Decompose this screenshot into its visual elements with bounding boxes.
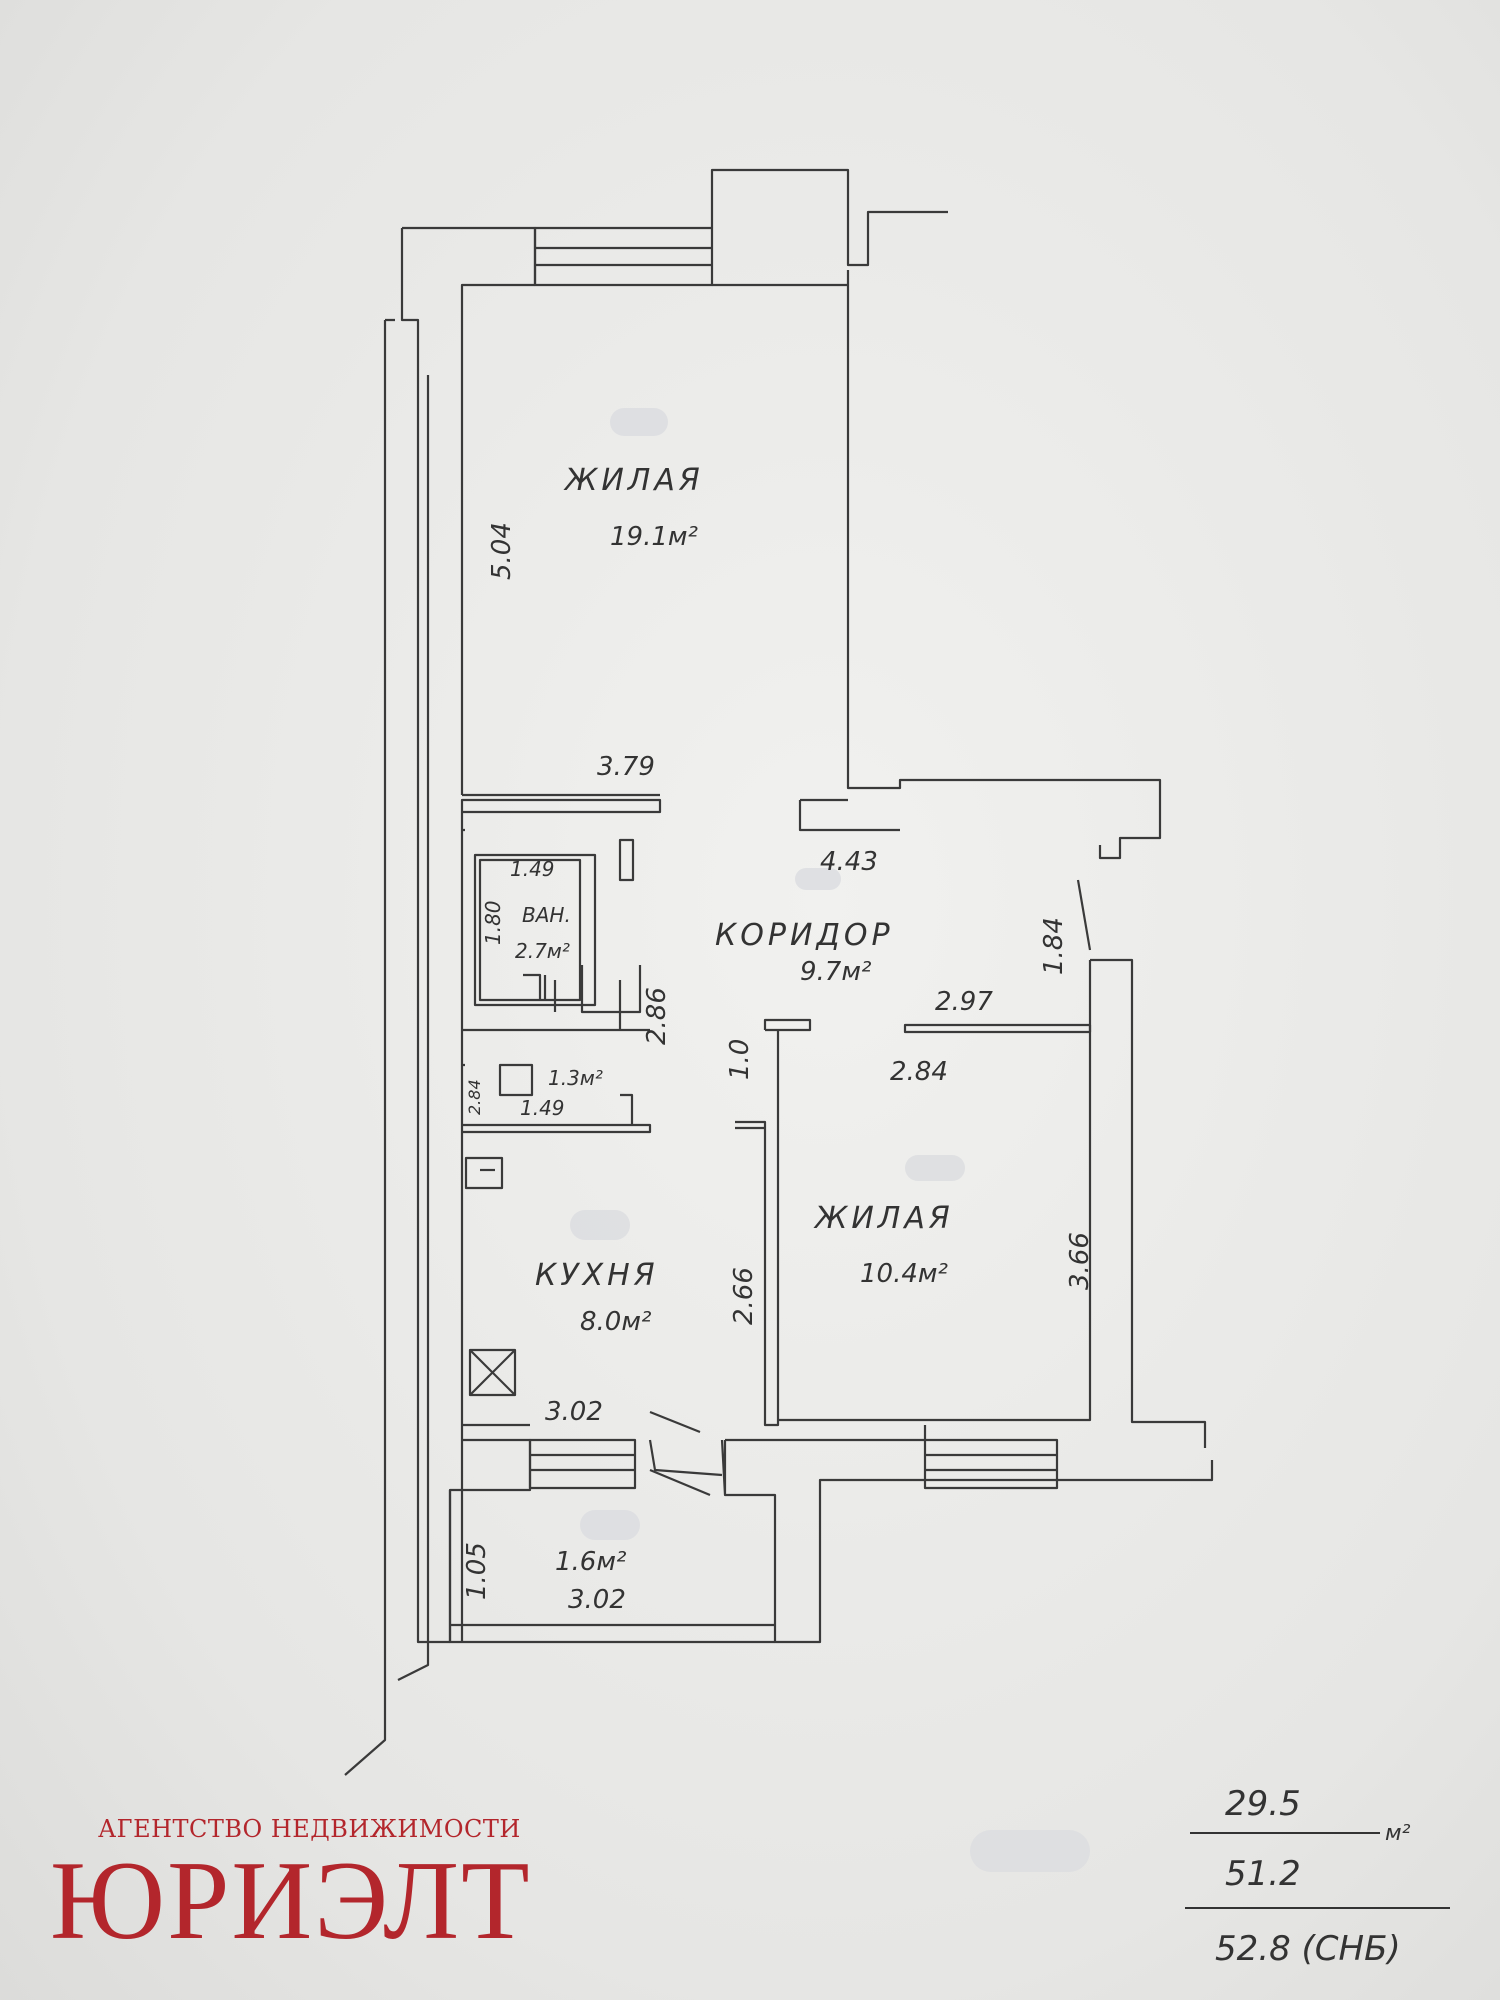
dim-corridor-side: 1.84	[1039, 917, 1069, 975]
dim-wc-height: 2.84	[465, 1079, 484, 1115]
total-unit: м²	[1385, 1821, 1411, 1846]
dim-balcony-height: 1.05	[462, 1542, 492, 1600]
dim-door-gap: 1.0	[725, 1039, 755, 1080]
balcony	[448, 1490, 775, 1644]
lower-wall	[448, 1423, 1214, 1644]
bedroom-2-walls	[778, 879, 1207, 1448]
bedroom-window	[923, 1438, 1059, 1490]
room-bath-area: 2.7м²	[515, 939, 570, 963]
room-corridor-area: 9.7м²	[800, 957, 871, 987]
dim-corridor-width: 4.43	[820, 847, 878, 877]
bathtub	[473, 853, 597, 1007]
room-bath-label: ВАН.	[522, 903, 571, 927]
dim-balcony-width: 3.02	[568, 1585, 626, 1615]
room-living-2-label: ЖИЛАЯ	[813, 1201, 954, 1236]
dim-living-2-height: 3.66	[1065, 1232, 1095, 1290]
dim-bath-height: 1.80	[481, 900, 505, 945]
room-1-walls	[460, 270, 1162, 1642]
dim-kitchen-height: 2.66	[729, 1267, 759, 1325]
dim-bath-width: 1.49	[510, 857, 555, 881]
outer-left-strip	[344, 318, 430, 1776]
room-kitchen-area: 8.0м²	[580, 1307, 651, 1337]
dim-living-1-width: 3.79	[597, 752, 655, 782]
dim-living-1-height: 5.04	[487, 522, 517, 580]
room-living-1-area: 19.1м²	[610, 522, 698, 552]
kitchen-vent	[468, 1348, 517, 1397]
kitchen-window	[528, 1438, 637, 1490]
room-balcony-area: 1.6м²	[555, 1547, 626, 1577]
dim-bath-side: 2.86	[642, 987, 672, 1045]
total-area: 51.2	[1225, 1854, 1301, 1894]
corridor-walls	[462, 828, 650, 1032]
wc-fixture	[498, 1063, 534, 1097]
top-window	[533, 226, 714, 287]
kitchen-fixture	[464, 1156, 504, 1190]
dim-shelf-width: 2.97	[935, 987, 993, 1017]
room-corridor-label: КОРИДОР	[715, 918, 894, 953]
room-living-1-label: ЖИЛАЯ	[563, 463, 704, 498]
wc-walls	[462, 1063, 652, 1134]
total-area-snb: 52.8 (СНБ)	[1215, 1929, 1401, 1969]
room-living-2-area: 10.4м²	[860, 1259, 948, 1289]
brand-subtitle: АГЕНТСТВО НЕДВИЖИМОСТИ	[98, 1815, 521, 1843]
room-kitchen-label: КУХНЯ	[535, 1258, 659, 1293]
dim-living-2-top: 2.84	[890, 1057, 948, 1087]
partition-walls	[735, 1018, 812, 1427]
total-living: 29.5	[1225, 1784, 1301, 1824]
dim-kitchen-width: 3.02	[545, 1397, 603, 1427]
room-wc-area: 1.3м²	[548, 1066, 603, 1090]
brand-logo: ЮРИЭЛТ	[50, 1839, 532, 1963]
dim-wc-width: 1.49	[520, 1096, 565, 1120]
